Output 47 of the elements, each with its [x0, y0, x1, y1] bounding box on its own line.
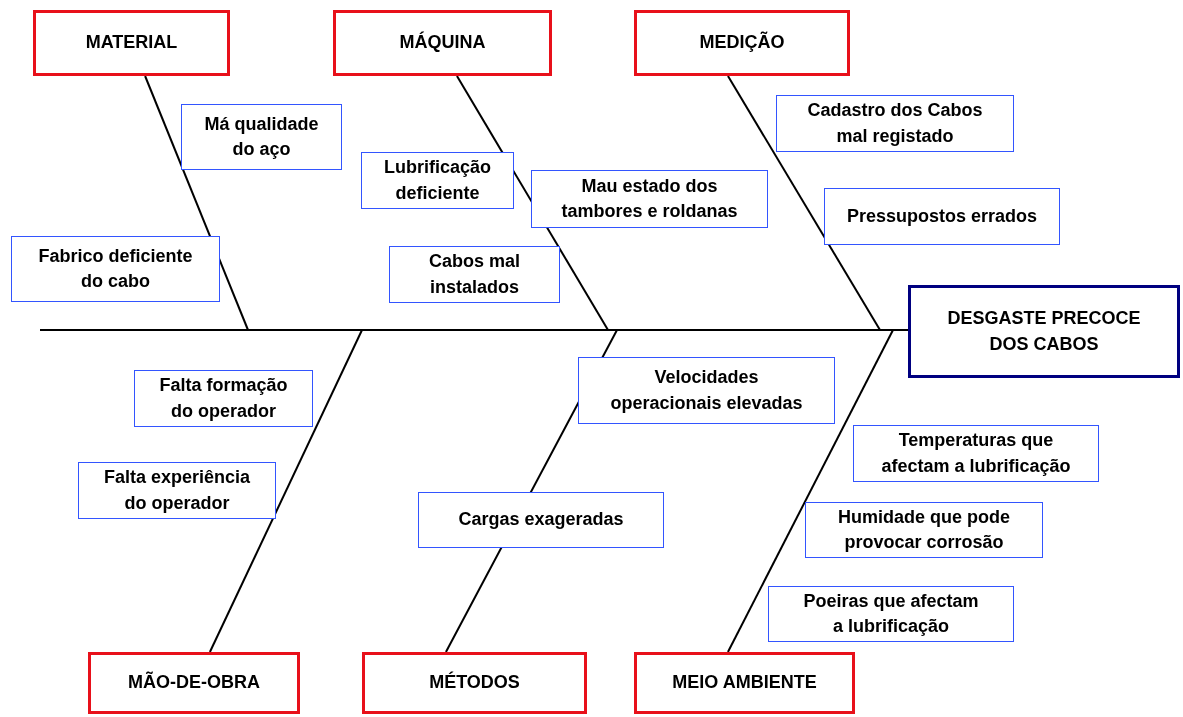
effect-label: DESGASTE PRECOCE DOS CABOS [946, 307, 1142, 356]
cause-box [824, 188, 1060, 245]
effect-box [908, 285, 1180, 378]
category-label: MATERIAL [85, 31, 178, 55]
category-box [88, 652, 300, 714]
category-label: MÉTODOS [429, 670, 520, 695]
cause-box [768, 586, 1014, 642]
cause-label: Humidade que pode provocar corrosão [837, 505, 1011, 554]
cause-label: Fabrico deficiente do cabo [37, 244, 194, 293]
category-label: MÃO-DE-OBRA [128, 670, 260, 695]
cause-label: Mau estado dos tambores e roldanas [560, 174, 739, 223]
cause-label: Velocidades operacionais elevadas [609, 366, 804, 415]
cause-box [78, 462, 276, 519]
cause-box [776, 95, 1014, 152]
category-box [634, 652, 855, 714]
cause-box [361, 152, 514, 209]
cause-box [853, 425, 1099, 482]
cause-box [11, 236, 220, 302]
category-label: MEIO AMBIENTE [672, 671, 817, 695]
cause-label: Temperaturas que afectam a lubrificação [880, 429, 1072, 478]
cause-label: Cargas exageradas [458, 508, 624, 532]
category-box [362, 652, 587, 714]
spine-line [39, 329, 909, 331]
cause-box [181, 104, 342, 170]
cause-box [418, 492, 664, 548]
cause-label: Falta experiência do operador [102, 466, 252, 515]
cause-label: Cadastro dos Cabos mal registado [806, 99, 984, 148]
cause-label: Lubrificação deficiente [383, 156, 492, 205]
cause-label: Cabos mal instalados [428, 250, 521, 299]
cause-label: Falta formação do operador [158, 374, 289, 423]
cause-label: Pressupostos errados [846, 204, 1038, 228]
cause-label: Má qualidade do aço [203, 112, 320, 161]
bone-line [144, 75, 249, 331]
bone-line [726, 329, 894, 653]
bone-line [208, 329, 363, 653]
cause-box [134, 370, 313, 427]
cause-box [531, 170, 768, 228]
cause-box [805, 502, 1043, 558]
cause-box [389, 246, 560, 303]
category-box [33, 10, 230, 76]
category-label: MÁQUINA [399, 30, 486, 55]
cause-label: Poeiras que afectam a lubrificação [802, 589, 980, 638]
cause-box [578, 357, 835, 424]
category-label: MEDIÇÃO [699, 30, 785, 55]
category-box [333, 10, 552, 76]
bone-line [726, 75, 881, 331]
category-box [634, 10, 850, 76]
